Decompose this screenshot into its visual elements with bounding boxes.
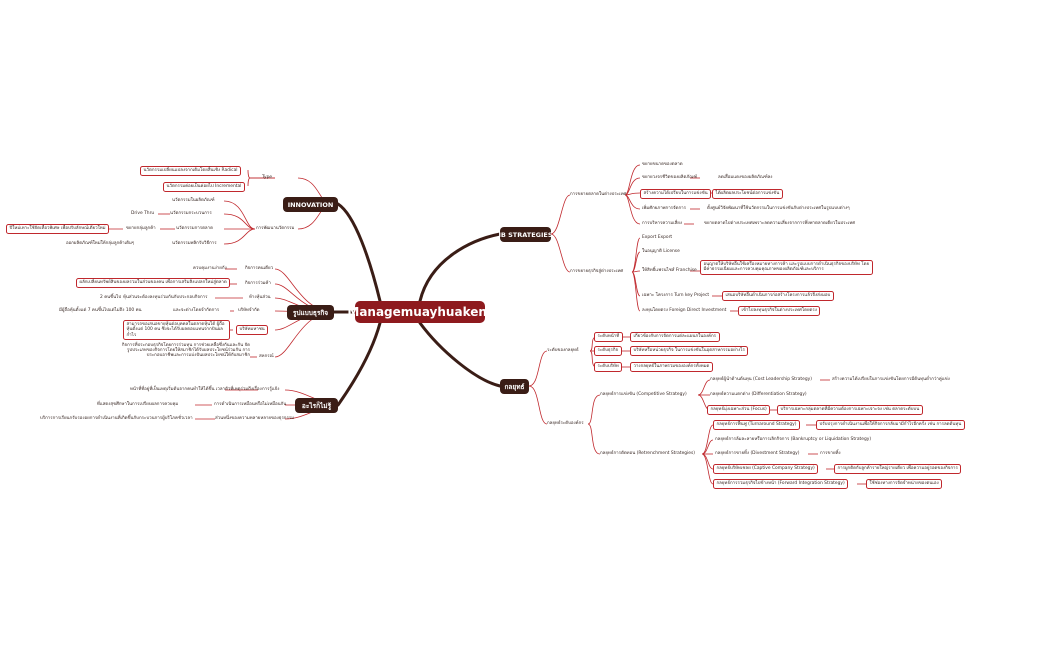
bm-company-detail: และจะต่างโดยจำกัดการ — [173, 308, 220, 313]
bm-company-node[interactable]: บริษัทจำกัด — [238, 308, 260, 313]
innovation-process-node[interactable]: นวัตกรรมกระบวนการ — [170, 211, 212, 216]
innovation-flow-node[interactable]: ปีใหม่เหาะใช้จัดเทื่อวพิเศษ เพื่อปรับลัก… — [6, 224, 110, 234]
bm-personal-node[interactable]: กิจการคนเดียว — [245, 266, 274, 271]
branch-other[interactable]: อะไรก็ไม่รู้ — [295, 398, 338, 413]
strategy-retrench-desc: การผูกติดกับลูกค้ารายใหญ่รายเดียว เพื่อค… — [834, 464, 962, 474]
bm-company-desc: มีผู้ถือหุ้นตั้งแต่ 7 คนขึ้นไปแต่ไม่ถึง … — [59, 308, 142, 313]
innovation-incremental-node[interactable]: นวัตกรรมค่อยเป็นค่อยไป Incremental — [163, 182, 245, 192]
innovation-market-node[interactable]: นวัตกรรมการตลาด — [176, 226, 213, 231]
branch-business-model[interactable]: รูปแบบธุรกิจ — [287, 305, 334, 320]
strategy-level-item[interactable]: ระดับบริษัท — [594, 362, 623, 372]
innovation-newproduct-node[interactable]: ออกผลิตภัณฑ์ใหม่ให้กลุ่มลูกค้าเดิมๆ — [66, 241, 135, 246]
strategy-competitive-desc: สร้างความได้เปรียบในการแข่งขันโดยการมีต้… — [832, 377, 950, 382]
ib-franchise-desc: อนุญาตให้บริษัทอื่นใช้เครื่องหมายทางการค… — [700, 260, 873, 275]
ib-entry-item[interactable]: ในอนุญาติ License — [642, 249, 680, 254]
innovation-product-node[interactable]: นวัตกรรมในผลิตภัณฑ์ — [172, 198, 215, 203]
strategy-competitive-node[interactable]: กลยุทธ์การแข่งขัน (Competitive Strategy) — [600, 392, 687, 397]
strategy-level-node[interactable]: ระดับของกลยุทธ์ — [547, 348, 579, 353]
strategy-corporate-node[interactable]: กลยุทธ์ระดับองค์กร — [547, 421, 584, 426]
ib-entry-item[interactable]: ลงทุนโดยตรง Foreign Direct Investment — [642, 308, 727, 313]
strategy-retrench-desc: การขายทิ้ง — [820, 451, 841, 456]
ib-turnkey-desc: เสนอบริษัทอื่นดำเนินการก่อสร้างโครงการแล… — [722, 291, 834, 301]
innovation-expand-node[interactable]: ขยายกลุ่มลูกค้า — [126, 226, 156, 231]
strategy-retrench-node[interactable]: กลยุทธ์การตัดทอน (Retrenchment Strategie… — [600, 451, 696, 456]
branch-innovation[interactable]: INNOVATION — [283, 197, 338, 212]
bm-shareholder-desc: 2 คนขึ้นไป — [100, 295, 122, 300]
other-share-node[interactable]: ส่วนหนึ่งของความหลายหลายของธุรกรรม — [215, 416, 295, 421]
bm-shareholder-node[interactable]: ห้างหุ้นส่วน — [249, 295, 271, 300]
ib-expand-item[interactable]: สร้างความได้เปรียบในการแข่งขัน — [640, 189, 712, 199]
strategy-level-item[interactable]: ระดับธุรกิจ — [594, 346, 622, 356]
ib-entry-item[interactable]: ให้สิทธิ์แฟรนไชส์ Franchise — [642, 268, 697, 273]
strategy-level-item[interactable]: ระดับหน้าที่ — [594, 332, 623, 342]
strategy-competitive-item[interactable]: กลยุทธ์ผู้นำด้านต้นทุน (Cost Leadership … — [710, 377, 812, 382]
innovation-drivethru-node[interactable]: Drive Thru — [131, 211, 155, 216]
bm-coop-desc: กิจการที่ประกอบธุรกิจโดยการร่วมทุน การช่… — [121, 343, 250, 359]
innovation-radical-node[interactable]: นวัตกรรมเปลี่ยนแปลงจากเดิมโดยสิ้นเชิง Ra… — [140, 166, 241, 176]
bm-personal-desc: ควบคุมงานง่ายกัง — [193, 266, 227, 271]
strategy-retrench-item[interactable]: กลยุทธ์การรวมธุรกิจไปข้างหน้า (Forward I… — [713, 479, 849, 489]
ib-lifecycle-desc: ลดเสื่อมแดงของผลิตภัณฑ์ลง — [718, 175, 773, 180]
strategy-level-desc: วางกลยุทธ์ในภาพรวมขององค์กรทั้งหมด — [630, 362, 713, 372]
ib-capability-desc: ตั้งศูนย์วิจัยพัฒนาที่ใช้นวัตกรรมในการแข… — [707, 206, 850, 211]
central-topic[interactable]: Managemuayhuakent — [347, 301, 493, 323]
strategy-competitive-item[interactable]: กลยุทธ์ความแตกต่าง (Differentiation Stra… — [710, 392, 807, 397]
ib-advantage-desc: ได้ผลิตผลประโยชน์ต่อการแข่งขัน — [712, 189, 783, 199]
ib-expand-item[interactable]: ขยายขนาดของตลาด — [642, 162, 683, 167]
branch-strategy[interactable]: กลยุทธ์ — [500, 379, 529, 394]
strategy-level-desc: บริษัทหรือหน่วยธุรกิจ ในการแข่งขันในอุตส… — [630, 346, 749, 356]
bm-shareholder-detail: หุ้นส่วนจะต้องลงทุนร่วมกันกับประกอบกิจกา… — [123, 295, 208, 300]
other-share-desc: บริการการเรียนกรับรองอยการดำเนินงานที่เก… — [40, 416, 193, 421]
ib-expand-node[interactable]: การขยายตลาดในต่างประเทศ — [570, 192, 627, 197]
strategy-retrench-item[interactable]: กลยุทธ์การล้มละลายหรือการเลิกกิจการ (Ban… — [715, 437, 872, 442]
bm-partnership-desc: ผลักเปลี่ยนทรัพย์สินของผลรวมในส่วนของคน … — [76, 278, 231, 288]
innovation-dev-node[interactable]: การพัฒนานวัตกรรม — [256, 226, 295, 231]
other-opportunity-node[interactable]: การรู้แจ้ง — [262, 387, 280, 392]
ib-entry-node[interactable]: การขยายธุรกิจสู่ต่างประเทศ — [570, 269, 624, 274]
ib-expand-item[interactable]: ขยายวงจรชีวิตของผลิตภัณฑ์ — [642, 175, 697, 180]
strategy-competitive-desc: บริการเฉพาะกลุ่มตลาดที่มีความต้องการเฉพา… — [777, 405, 923, 415]
ib-entry-item[interactable]: Export Export — [642, 235, 673, 240]
bm-public-desc: สามารถขอเสนอขายหุ้นต่อบุคคลในตลาดหุ้นได้… — [123, 320, 230, 340]
ib-entry-item[interactable]: เฉพาะ โครงการ Turn key Project — [642, 293, 710, 298]
strategy-retrench-item[interactable]: กลยุทธ์บริษัทเชลย (Captive Company Strat… — [713, 464, 819, 474]
bm-coop-node[interactable]: สหกรณ์ — [259, 354, 274, 359]
bm-partnership-node[interactable]: กิจการร่วมค้า — [245, 281, 271, 286]
strategy-level-desc: เกี่ยวข้องกับการจัดการแต่ละแผนกในองค์กร — [630, 332, 720, 342]
branch-ib-strategies[interactable]: IB STRATEGIES — [498, 227, 553, 242]
ib-expand-item[interactable]: เพิ่มศักยภาพการจัดการ — [642, 206, 686, 211]
strategy-retrench-desc: ปรับปรุงการดำเนินงานเพื่อให้กิจการกลับมา… — [816, 420, 965, 430]
strategy-retrench-item[interactable]: กลยุทธ์การขายทิ้ง (Divestment Strategy) — [715, 451, 800, 456]
other-evaluate-desc: ที่แสดงสุขศึกษาในการเปรียบผลการควบคุม — [97, 402, 179, 407]
strategy-retrench-desc: ใช้ช่องทางการจัดจำหน่ายของตนเอง — [866, 479, 943, 489]
bm-public-node[interactable]: บริษัทมหาชน — [236, 325, 269, 335]
strategy-retrench-item[interactable]: กลยุทธ์การฟื้นฟู (Turnaround Strategy) — [713, 420, 800, 430]
other-opportunity-desc: หน้าที่ที่อยู่ที่เป็นเหตุเริ่มต้นจากคนทำ… — [130, 387, 262, 392]
ib-risk-desc: ขยายตลาดไปต่างประเทศเพราะลดความเสี่ยงจาก… — [704, 221, 856, 226]
ib-expand-item[interactable]: การบริหารความเสี่ยง — [642, 221, 683, 226]
other-evaluate-node[interactable]: การดำเนินการเหมือนหรือไม่เหมือนกัน — [214, 402, 287, 407]
innovation-biz-node[interactable]: นวัตกรรมพลิกรับวิธีการ — [172, 241, 217, 246]
ib-fdi-desc: เข้าไปลงทุนธุรกิจในต่างประเทศโดยตรง — [738, 306, 821, 316]
innovation-type-node[interactable]: Type — [262, 175, 273, 180]
strategy-competitive-item[interactable]: กลยุทธ์มุ่งเฉพาะส่วน (Focus) — [707, 405, 771, 415]
